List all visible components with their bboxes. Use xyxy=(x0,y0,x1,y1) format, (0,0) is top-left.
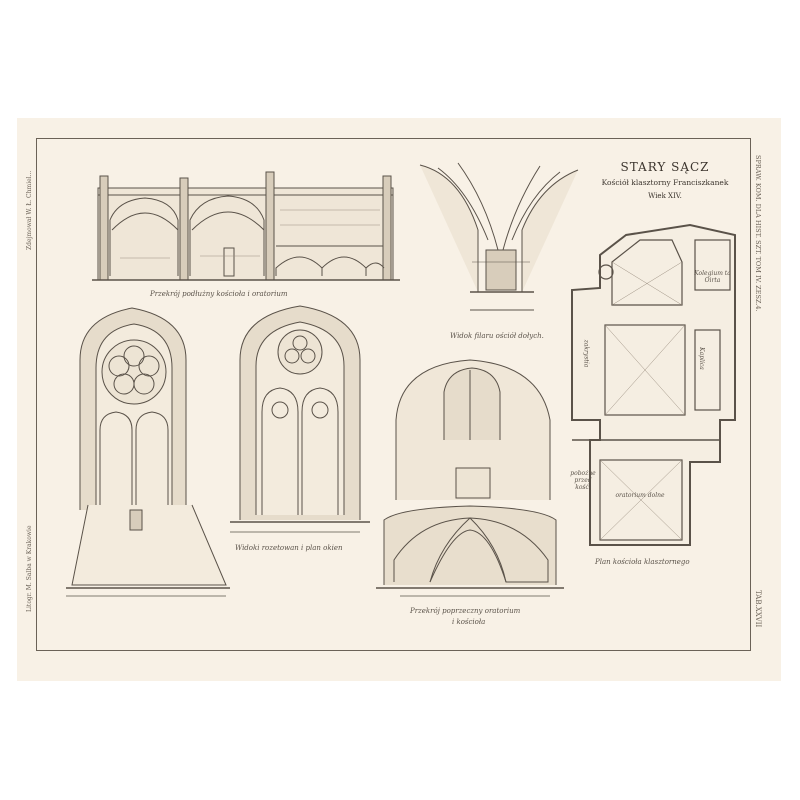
scale-bars xyxy=(66,531,550,597)
lithographer-credit: Litogr. M. Salba w Krakowie xyxy=(26,525,33,612)
drawn-by-credit: Zdejmował W. Ł. Chmiel... xyxy=(26,170,33,250)
plate-title: STARY SĄCZ xyxy=(620,160,710,174)
plate-century: Wiek XIV. xyxy=(648,192,682,200)
plate-subtitle: Kościół klasztorny Franciszkanek xyxy=(601,178,729,187)
plan-room-porch-label: pobożne przed kość. xyxy=(570,470,596,491)
caption-cross-section-2: i kościoła xyxy=(452,618,486,626)
caption-cross-section-1: Przekrój poprzeczny oratorium xyxy=(410,607,521,615)
plate-frame xyxy=(36,138,751,651)
longitudinal-section-drawing xyxy=(92,171,400,281)
caption-vault-view: Widok filaru ościół dołych. xyxy=(450,332,544,340)
plan-room-oratory-label: oratorium dolne xyxy=(615,492,665,499)
caption-plan: Plan kościoła klasztornego xyxy=(595,558,690,566)
rose-window-right-drawing xyxy=(230,305,370,523)
plan-room-sacristy-label: zakrystia xyxy=(582,339,590,368)
plan-room-ne-label: Kolegium ta Oirta xyxy=(694,270,731,284)
floor-plan-drawing xyxy=(571,223,736,546)
caption-windows: Widoki rozetowan i plan okien xyxy=(235,544,343,552)
plate-number: TAB.XXVII xyxy=(754,590,762,628)
cross-section-drawing xyxy=(376,359,564,589)
rose-window-left-drawing xyxy=(66,307,230,589)
vault-pillar-drawing xyxy=(419,162,579,311)
plan-room-chapel-label: Kaplica xyxy=(697,347,705,370)
caption-long-section: Przekrój podłużny kościoła i oratorium xyxy=(150,290,288,298)
series-imprint: SPRAW. KOM. DLA HIST. SZT. TOM IV. ZESZ.… xyxy=(754,155,762,312)
